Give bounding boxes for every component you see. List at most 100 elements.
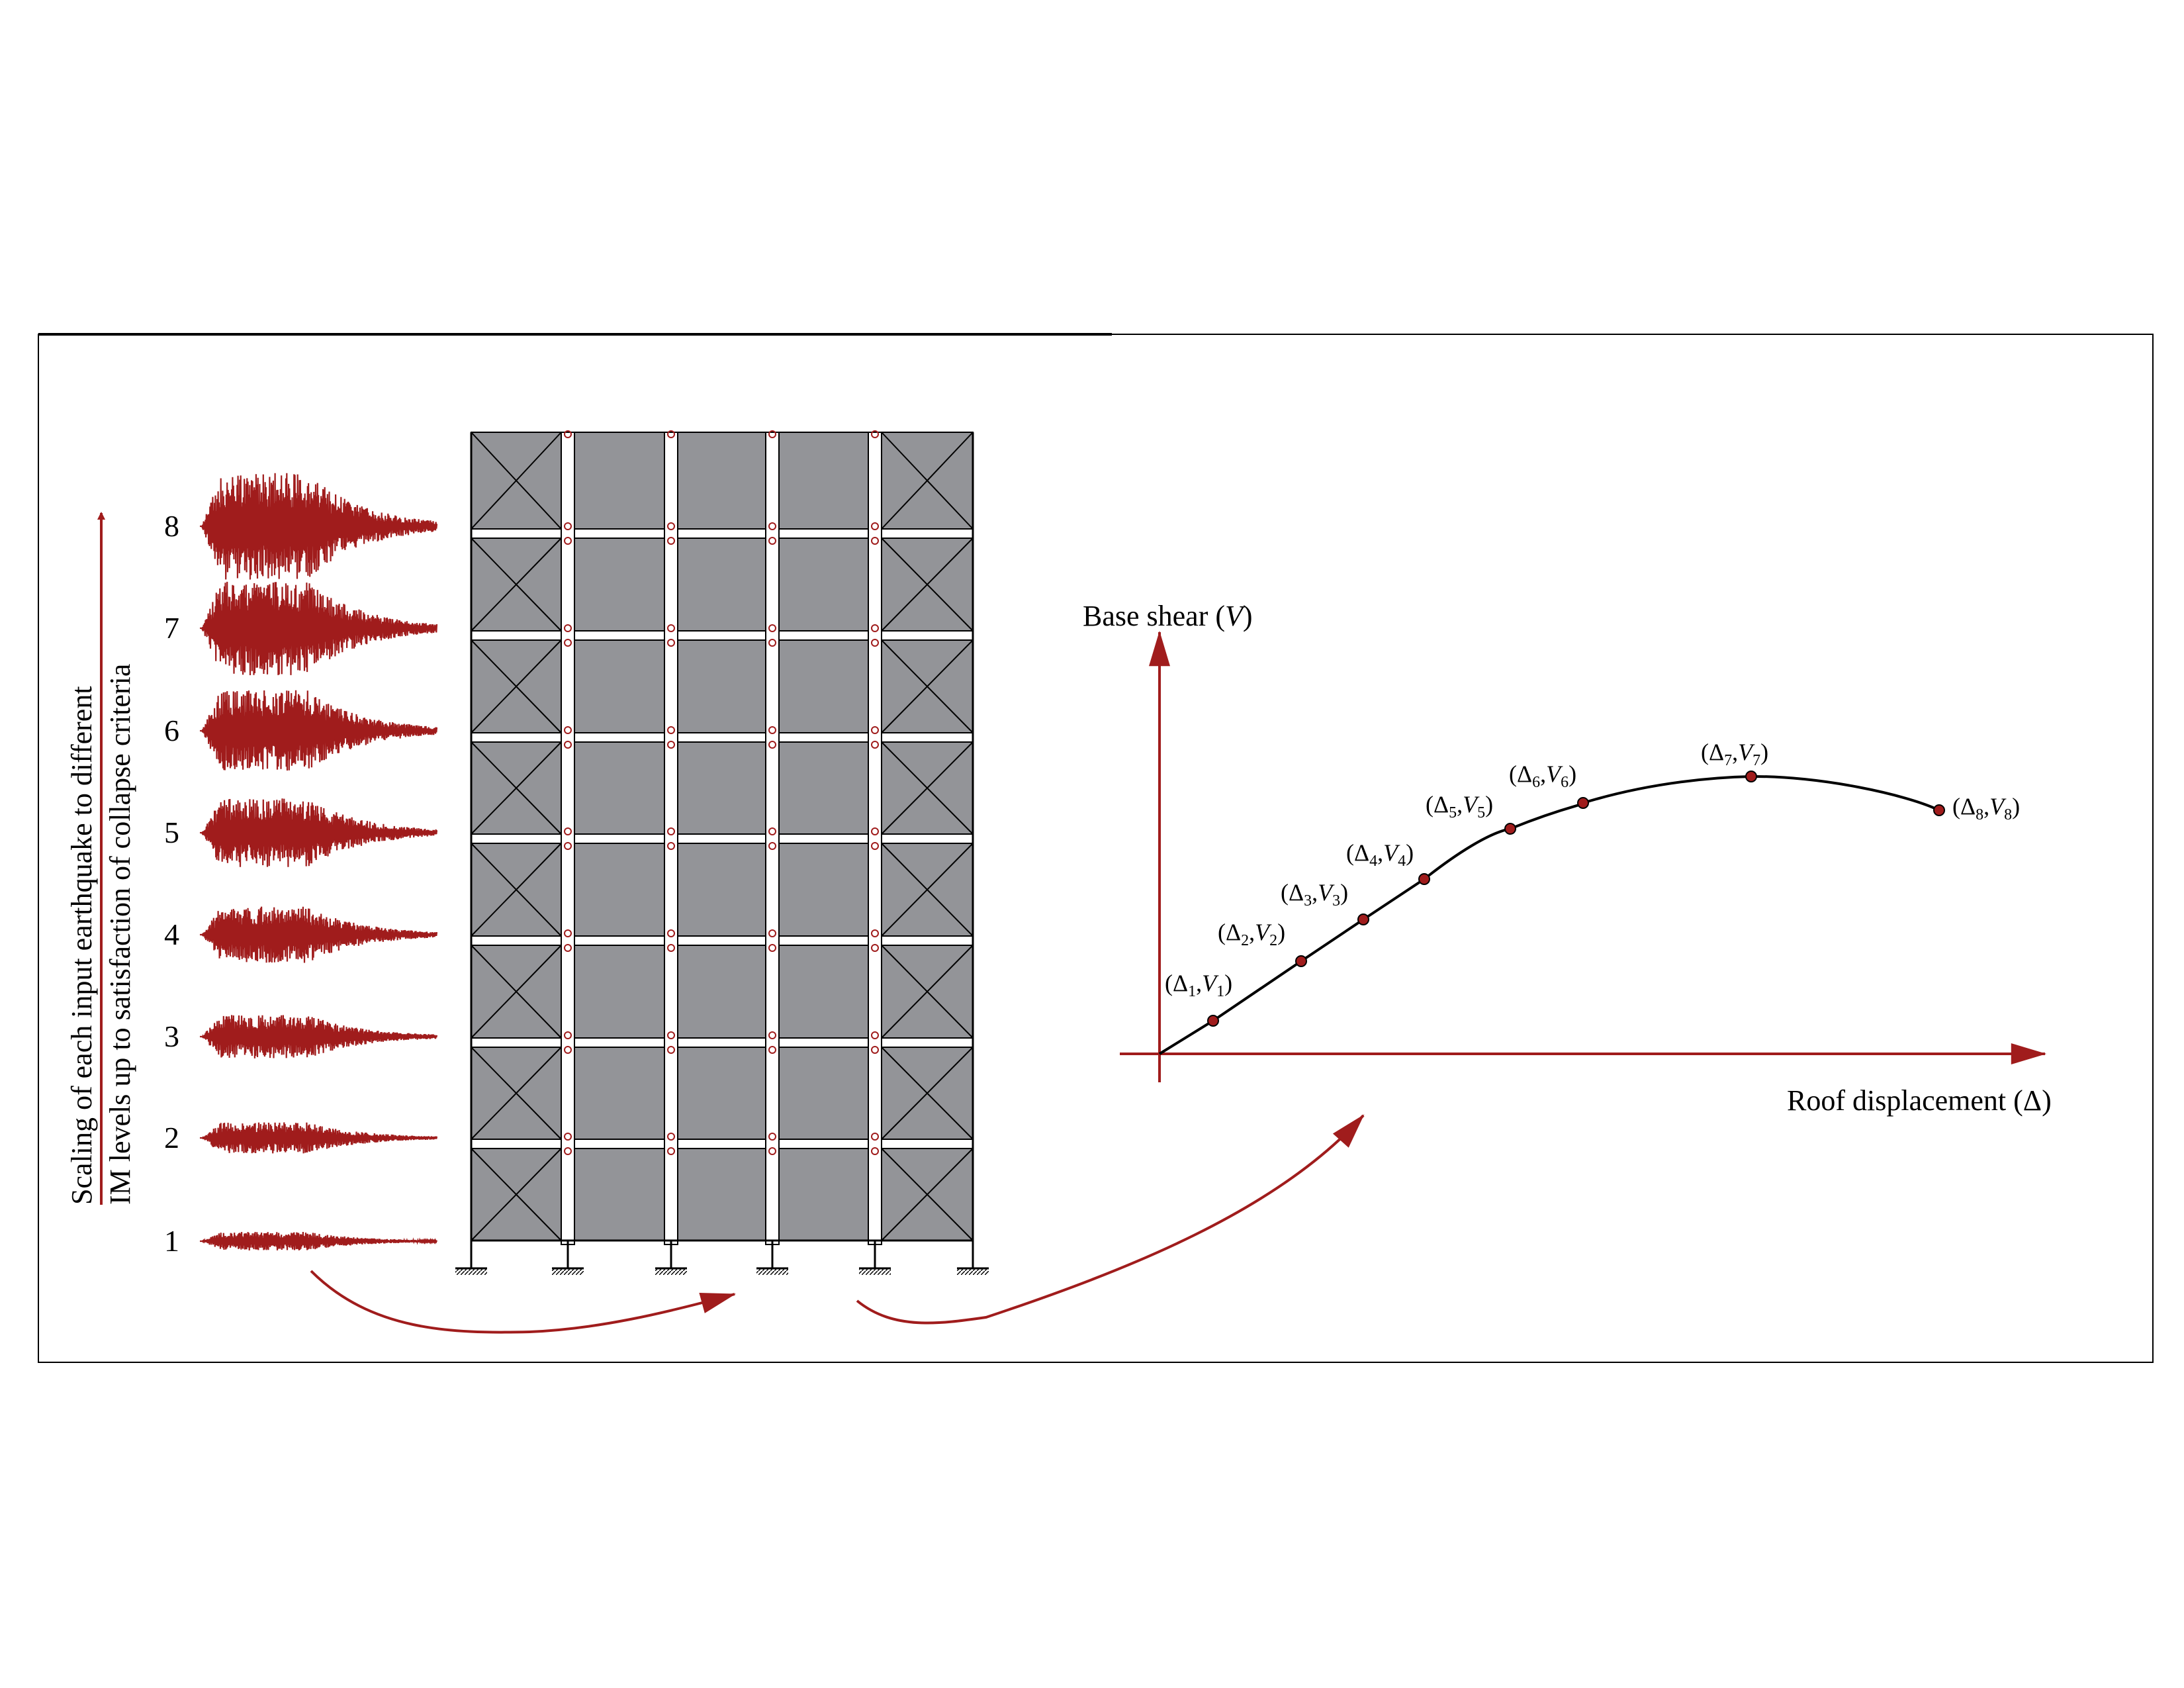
figure-border <box>38 334 2154 1363</box>
flow-arrow-to-frame <box>310 1270 737 1334</box>
beam <box>471 935 974 946</box>
plastic-hinge <box>768 1031 776 1039</box>
plastic-hinge <box>667 741 675 749</box>
y-axis-label-close: ) <box>1243 600 1253 632</box>
earthquake-record <box>200 906 438 963</box>
brace <box>881 945 974 1039</box>
plastic-hinge <box>564 1133 572 1141</box>
plastic-hinge <box>768 741 776 749</box>
frame-panel <box>677 538 766 632</box>
plastic-hinge <box>564 430 572 438</box>
column <box>561 432 575 1245</box>
plastic-hinge <box>768 929 776 937</box>
earthquake-record <box>200 581 438 676</box>
frame-panel <box>778 945 869 1039</box>
pushover-point-label: (Δ1,V1) <box>1165 970 1232 1000</box>
plastic-hinge <box>667 522 675 530</box>
frame-panel <box>778 1047 869 1140</box>
beam <box>471 732 974 743</box>
im-level-number: 4 <box>164 917 179 951</box>
brace <box>881 639 974 733</box>
im-level-number: 7 <box>164 611 179 645</box>
frame-panel <box>677 945 766 1039</box>
frame-panel <box>677 1047 766 1140</box>
frame-panel <box>778 741 869 835</box>
beam <box>471 833 974 844</box>
pushover-point-label: (Δ6,V6) <box>1509 761 1576 791</box>
pushover-point-label: (Δ5,V5) <box>1426 791 1493 821</box>
plastic-hinge <box>667 537 675 545</box>
frame-panel <box>778 843 869 937</box>
plastic-hinge <box>667 1133 675 1141</box>
brace <box>881 741 974 835</box>
y-axis-label-var: V <box>1225 600 1246 632</box>
brace <box>471 538 562 632</box>
pushover-point <box>1418 873 1430 885</box>
support-hatch <box>455 1269 487 1275</box>
plastic-hinge <box>871 944 879 952</box>
plastic-hinge <box>768 1046 776 1054</box>
brace <box>471 945 562 1039</box>
plastic-hinge <box>564 639 572 647</box>
brace <box>881 1047 974 1140</box>
frame-panel <box>574 432 665 530</box>
frame-panel <box>677 1148 766 1241</box>
plastic-hinge <box>871 522 879 530</box>
plastic-hinge <box>667 639 675 647</box>
pushover-points: (Δ1,V1)(Δ2,V2)(Δ3,V3)(Δ4,V4)(Δ5,V5)(Δ6,V… <box>1165 739 2020 1027</box>
plastic-hinge <box>667 944 675 952</box>
pushover-point-label: (Δ3,V3) <box>1281 879 1348 910</box>
brace <box>471 1148 562 1241</box>
plastic-hinge <box>564 944 572 952</box>
earthquake-record <box>200 1232 438 1251</box>
earthquake-record <box>200 1015 438 1058</box>
plastic-hinge <box>871 1031 879 1039</box>
plastic-hinge <box>564 624 572 632</box>
plastic-hinge <box>564 1046 572 1054</box>
plastic-hinge <box>871 430 879 438</box>
support-hatch <box>957 1269 989 1275</box>
im-level-number: 3 <box>164 1019 179 1053</box>
plastic-hinge <box>667 842 675 850</box>
frame-panel <box>574 1047 665 1140</box>
plastic-hinge <box>768 944 776 952</box>
pushover-point <box>1504 823 1516 835</box>
support-hatch <box>655 1269 687 1275</box>
im-level-number: 1 <box>164 1224 179 1258</box>
plastic-hinge <box>667 430 675 438</box>
y-axis-label: Base shear (V) <box>1083 600 1253 632</box>
plastic-hinge <box>564 1147 572 1155</box>
earthquake-records <box>200 473 438 1251</box>
brace <box>471 432 562 530</box>
frame-panel <box>778 432 869 530</box>
column <box>868 432 882 1245</box>
plastic-hinge <box>564 842 572 850</box>
im-level-number: 2 <box>164 1121 179 1154</box>
plastic-hinge <box>871 929 879 937</box>
brace <box>471 843 562 937</box>
x-axis-label: Roof displacement (Δ) <box>1787 1084 2052 1117</box>
brace <box>471 639 562 733</box>
plastic-hinge <box>871 842 879 850</box>
y-axis-label-text: Base shear ( <box>1083 600 1225 632</box>
pushover-point-label: (Δ7,V7) <box>1701 739 1768 769</box>
plastic-hinge <box>564 1031 572 1039</box>
plastic-hinge <box>768 639 776 647</box>
side-label: Scaling of each input earthquake to diff… <box>66 664 136 1205</box>
pushover-point <box>1357 914 1369 925</box>
earthquake-record <box>200 690 438 771</box>
frame-panel <box>778 639 869 733</box>
plastic-hinge <box>768 1147 776 1155</box>
pushover-point <box>1207 1015 1219 1027</box>
plastic-hinge <box>871 639 879 647</box>
plastic-hinge <box>768 522 776 530</box>
plastic-hinge <box>564 537 572 545</box>
brace <box>881 432 974 530</box>
pushover-point <box>1577 797 1589 809</box>
pushover-point-label: (Δ8,V8) <box>1952 793 2020 823</box>
column <box>664 432 678 1245</box>
plastic-hinge <box>871 827 879 835</box>
structural-frame <box>455 430 989 1275</box>
im-level-number: 8 <box>164 509 179 543</box>
